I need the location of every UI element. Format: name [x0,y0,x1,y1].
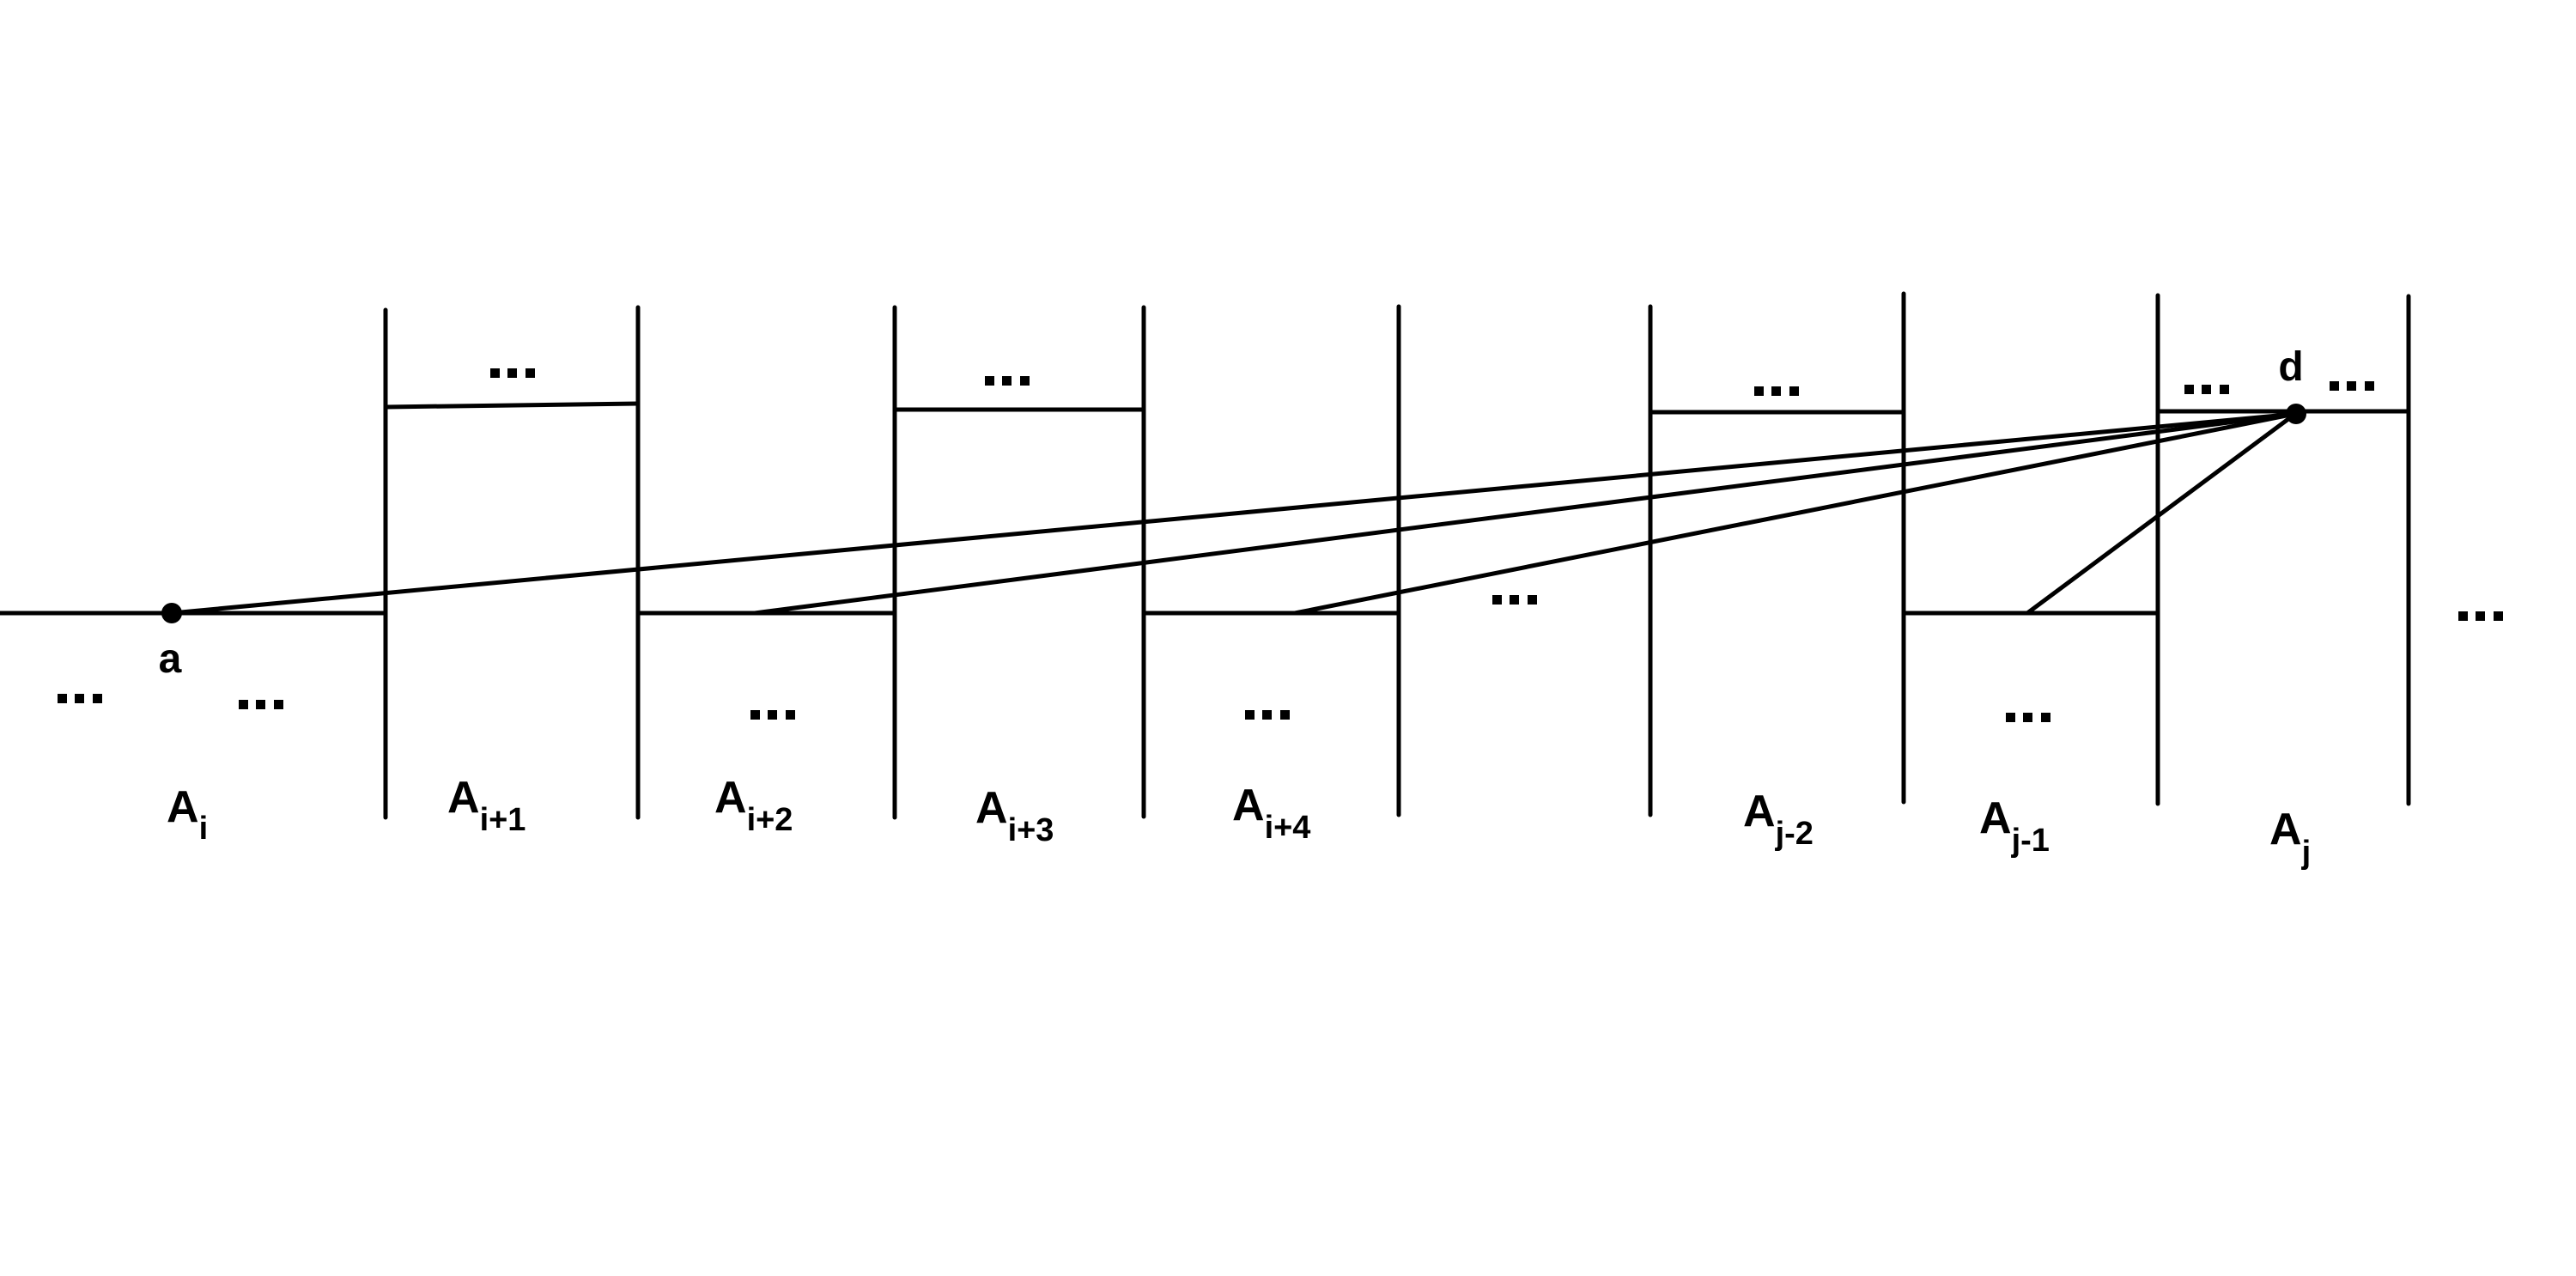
region-label-ai3: Ai+3 [975,783,1054,848]
region-label-ai2: Ai+2 [714,773,793,838]
ellipsis-icon [239,700,283,709]
line-d-to-aj1 [2026,411,2297,616]
ellipsis-icon [985,376,1030,386]
region-label-ai: Ai [167,782,208,847]
region-labels: Ai Ai+1 Ai+2 Ai+3 Ai+4 Aj-2 Aj-1 Aj [167,773,2311,871]
connections-from-d [171,411,2297,616]
point-d-marker [2286,404,2306,424]
ellipsis-icon [2458,611,2503,621]
upper-edges [385,401,2409,415]
ellipsis-icon [1754,386,1799,396]
ellipsis-icon [2330,381,2374,391]
ellipsis-icon [490,368,535,378]
line-d-to-ai4 [1294,411,2296,616]
ellipsis-icon [750,710,795,720]
ellipsis-icon [58,694,102,703]
region-label-ai1: Ai+1 [447,773,526,838]
region-label-ai4: Ai+4 [1232,781,1310,846]
region-label-aj2: Aj-2 [1743,787,1814,852]
edge-ai1-upper [385,401,639,410]
ellipsis-icon [1245,710,1290,720]
line-d-to-a [171,411,2296,616]
ellipsis-icon [2006,713,2050,722]
region-label-aj1: Aj-1 [1979,793,2050,859]
point-d-label: d [2278,344,2303,390]
ellipsis-icon [1492,595,1537,605]
line-d-to-ai2 [754,411,2296,616]
point-a-label: a [159,636,182,682]
ellipsis-markers [58,368,2503,722]
point-a-marker [161,603,182,623]
region-borders [383,291,2411,820]
region-label-aj: Aj [2269,805,2311,871]
ellipsis-icon [2184,385,2229,394]
